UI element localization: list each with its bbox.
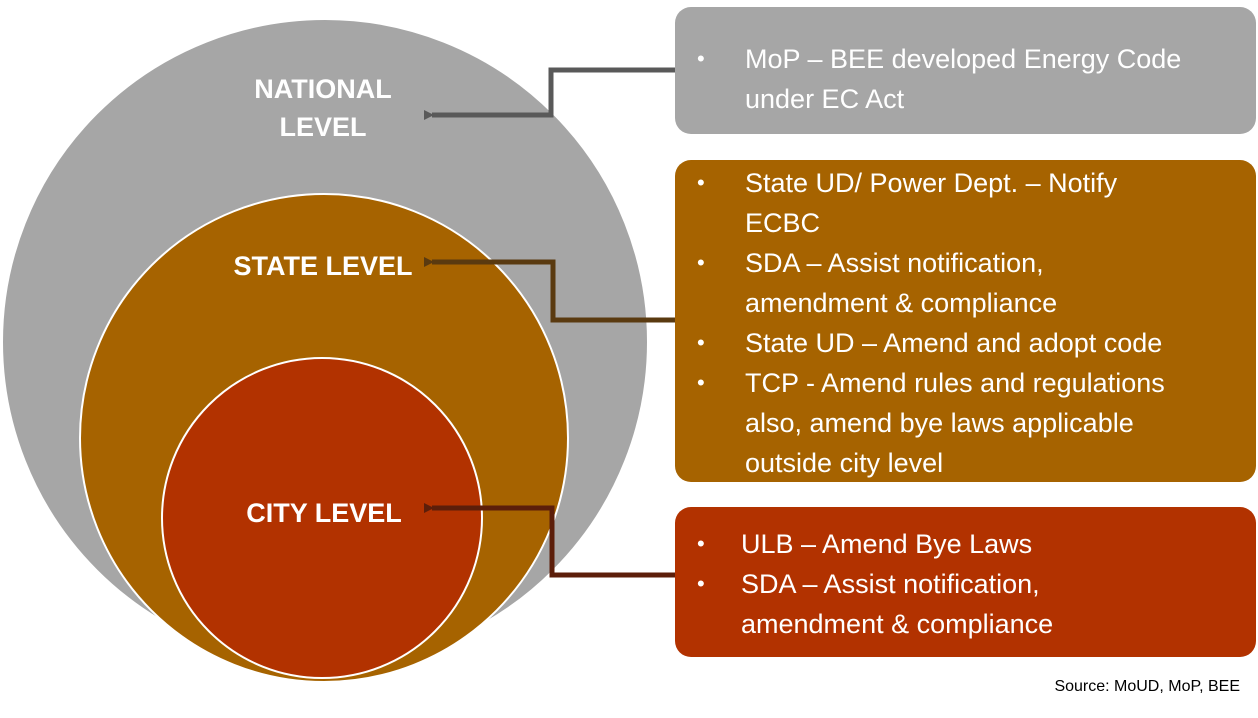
national-connector-arrow bbox=[424, 67, 676, 120]
city-item: ULB – Amend Bye Laws bbox=[675, 524, 1256, 564]
city-level-circle bbox=[161, 357, 483, 679]
state-level-box: State UD/ Power Dept. – Notify ECBC SDA … bbox=[675, 160, 1256, 482]
city-level-label: CITY LEVEL bbox=[246, 498, 402, 528]
source-note: Source: MoUD, MoP, BEE bbox=[1054, 678, 1240, 695]
city-level-box: ULB – Amend Bye Laws SDA – Assist notifi… bbox=[675, 507, 1256, 657]
national-item: MoP – BEE developed Energy Code under EC… bbox=[675, 39, 1256, 119]
state-item: State UD – Amend and adopt code bbox=[675, 323, 1256, 363]
state-connector-arrow bbox=[424, 257, 676, 323]
state-item: SDA – Assist notification, amendment & c… bbox=[675, 243, 1256, 323]
state-level-label: STATE LEVEL bbox=[233, 251, 413, 281]
city-connector-arrow bbox=[424, 503, 676, 578]
national-level-label: NATIONAL LEVEL bbox=[254, 74, 392, 142]
city-item: SDA – Assist notification, amendment & c… bbox=[675, 564, 1256, 644]
state-item: TCP - Amend rules and regulations also, … bbox=[675, 363, 1256, 483]
national-level-box: MoP – BEE developed Energy Code under EC… bbox=[675, 7, 1256, 134]
state-item: State UD/ Power Dept. – Notify ECBC bbox=[675, 163, 1256, 243]
